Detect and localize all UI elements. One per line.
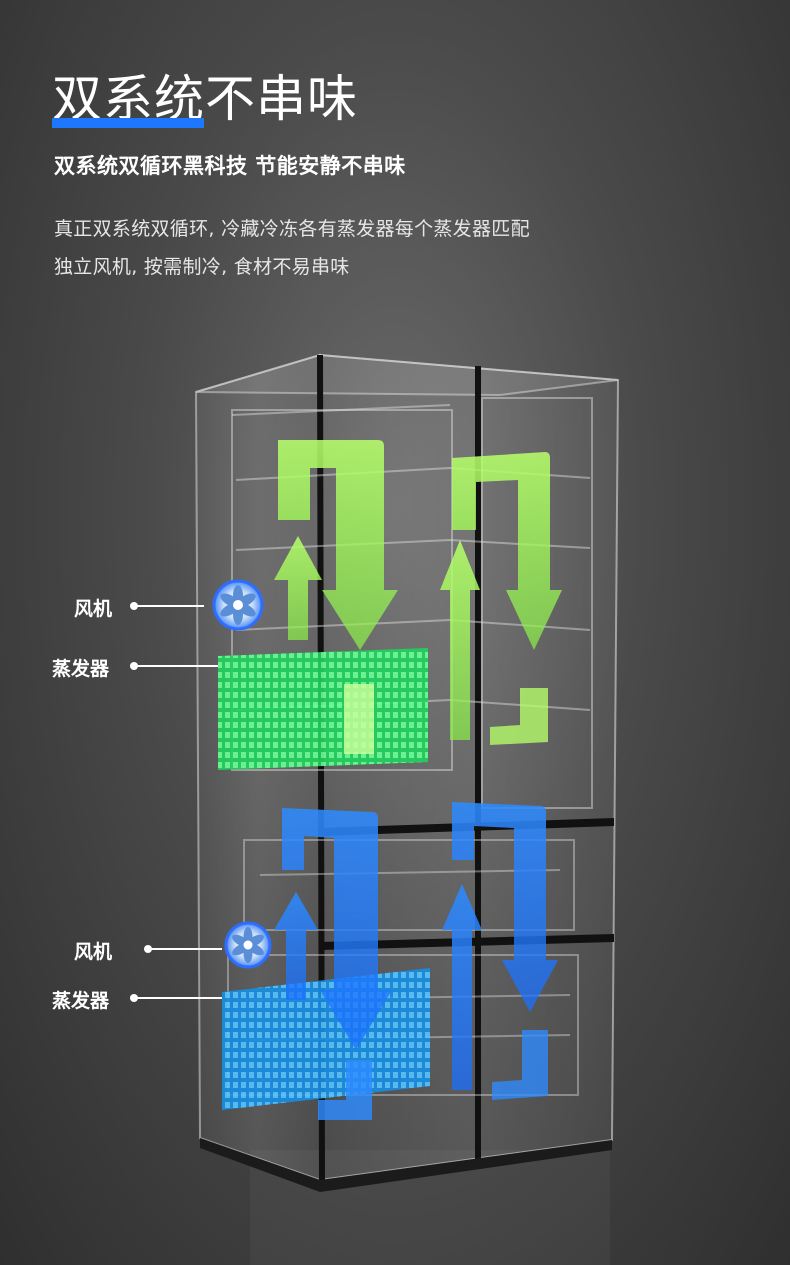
fridge-base bbox=[200, 1138, 612, 1192]
description-line-1: 真正双系统双循环, 冷藏冷冻各有蒸发器每个蒸发器匹配 bbox=[54, 218, 530, 240]
arrow-down-icon bbox=[278, 440, 398, 650]
arrow-up-icon bbox=[274, 892, 318, 1000]
callout-upper-evaporator-label: 蒸发器 bbox=[52, 658, 110, 680]
arrow-down-icon bbox=[452, 452, 562, 650]
description-line-2: 独立风机, 按需制冷, 食材不易串味 bbox=[54, 256, 350, 278]
callout-upper-fan-label: 风机 bbox=[74, 598, 113, 620]
callout-lower-fan-line bbox=[148, 948, 222, 950]
arrow-up-icon bbox=[274, 536, 322, 640]
green-airflow-right bbox=[440, 452, 562, 745]
callout-upper-fan-line bbox=[134, 605, 204, 607]
page-subtitle: 双系统双循环黑科技 节能安静不串味 bbox=[54, 154, 406, 178]
callout-lower-fan-label: 风机 bbox=[74, 941, 113, 963]
page-title: 双系统不串味 bbox=[52, 70, 358, 128]
blue-airflow-right bbox=[442, 802, 558, 1100]
callout-lower-evaporator-label: 蒸发器 bbox=[52, 990, 110, 1012]
arrow-down-icon bbox=[282, 808, 392, 1050]
arrow-down-icon bbox=[452, 802, 558, 1012]
callout-lower-evaporator-line bbox=[134, 997, 222, 999]
green-airflow-left bbox=[274, 440, 398, 754]
callout-upper-evaporator-line bbox=[134, 665, 218, 667]
arrow-up-icon bbox=[440, 540, 480, 740]
title-underline bbox=[52, 118, 204, 128]
blue-airflow-left bbox=[274, 808, 392, 1120]
evaporator-lower bbox=[222, 968, 430, 1110]
fan-icon bbox=[212, 579, 264, 631]
arrow-up-icon bbox=[442, 884, 482, 1090]
fan-icon bbox=[224, 921, 272, 969]
evaporator-upper bbox=[218, 648, 428, 770]
